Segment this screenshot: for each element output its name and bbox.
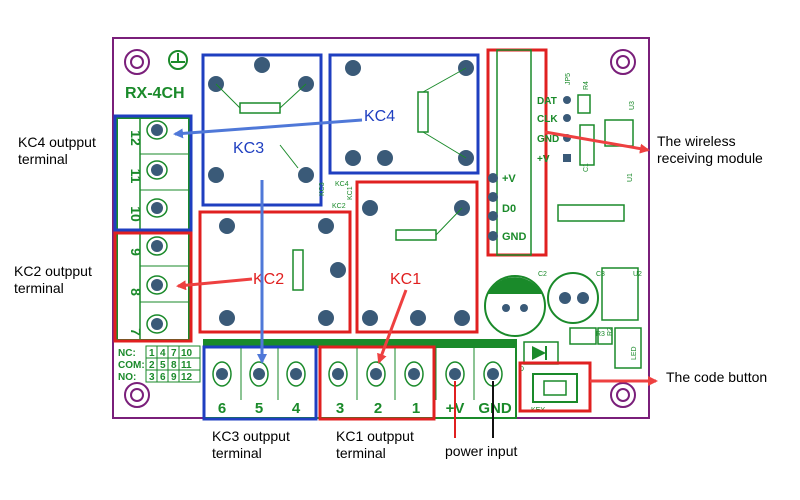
callout-kc4-terminal: KC4 outpput terminal — [18, 134, 96, 168]
pcb-outline — [112, 37, 650, 419]
silk-kc4: KC4 — [335, 181, 349, 188]
legend-cell: 2 — [149, 360, 155, 371]
pin-dat-label: DAT — [537, 96, 557, 107]
terminal-4: 4 — [292, 400, 301, 417]
relay-kc3: KC3 — [201, 53, 323, 207]
silk-r3: R3 — [596, 331, 605, 338]
legend-cell: 8 — [171, 360, 177, 371]
legend-cell: 1 — [149, 348, 155, 359]
callout-code-button: The code button — [666, 369, 767, 386]
pin-clk-label: CLK — [537, 114, 558, 125]
pin-v-label: +V — [537, 154, 550, 165]
silk-labels: JP5 R4 U3 C1 U1 KC3 KC4 KC2 KC1 C2 C3 U2… — [319, 73, 642, 414]
terminal-11: 11 — [128, 169, 144, 184]
silk-kc1: KC1 — [347, 186, 354, 200]
module-pin-v: +V — [502, 173, 516, 185]
legend-cell: 6 — [160, 372, 166, 383]
legend-cell: 10 — [181, 348, 193, 359]
contact-legend: NC: COM: NO: 1 4 7 10 2 5 8 11 3 6 9 12 — [118, 345, 201, 383]
silk-r2: R2 — [607, 327, 614, 336]
terminal-5: 5 — [255, 400, 263, 417]
terminal-3: 3 — [336, 400, 344, 417]
legend-com: COM: — [118, 360, 145, 371]
arrow-kc4 — [173, 118, 363, 139]
left-terminal-block: 12 11 10 9 8 7 — [113, 114, 193, 343]
legend-nc: NC: — [118, 348, 136, 359]
terminal-6: 6 — [218, 400, 226, 417]
pin-gnd-label: GND — [537, 134, 559, 145]
board-title: RX-4CH — [125, 85, 185, 102]
relay-kc2: KC2 — [198, 210, 352, 334]
silk-kc3: KC3 — [319, 182, 326, 196]
mounting-holes — [124, 49, 636, 408]
callout-kc4-line2: terminal — [18, 151, 68, 167]
relay-label-kc3: KC3 — [233, 140, 264, 157]
callout-kc1-terminal: KC1 outpput terminal — [336, 428, 414, 462]
relay-label-kc2: KC2 — [253, 271, 284, 288]
silk-jp5: JP5 — [565, 73, 572, 85]
legend-cell: 7 — [171, 348, 177, 359]
callout-power-input-text: power input — [445, 443, 518, 459]
terminal-10: 10 — [128, 206, 144, 222]
relay-label-kc1: KC1 — [390, 271, 421, 288]
antenna-icon — [168, 50, 188, 70]
legend-no: NO: — [118, 372, 136, 383]
arrow-module — [544, 130, 650, 154]
small-components — [557, 94, 642, 369]
silk-u3: U3 — [629, 101, 636, 110]
legend-cell: 4 — [160, 348, 166, 359]
silk-led: LED — [631, 346, 638, 360]
silk-r4: R4 — [583, 81, 590, 90]
relay-kc1: KC1 — [355, 180, 479, 334]
silk-c2: C2 — [538, 271, 547, 278]
legend-cell: 12 — [181, 372, 193, 383]
callout-kc2-terminal: KC2 outpput terminal — [14, 263, 92, 297]
terminal-1: 1 — [412, 400, 420, 417]
callout-module-line2: receiving module — [657, 150, 763, 166]
relay-label-kc4: KC4 — [364, 108, 395, 125]
callout-kc3-line1: KC3 outpput — [212, 428, 290, 444]
terminal-12: 12 — [128, 130, 144, 146]
annotation-arrows — [173, 118, 658, 438]
terminal-gnd: GND — [478, 400, 512, 417]
callout-kc4-line1: KC4 outpput — [18, 134, 96, 150]
callout-kc3-terminal: KC3 outpput terminal — [212, 428, 290, 462]
legend-cell: 5 — [160, 360, 166, 371]
callout-kc3-line2: terminal — [212, 445, 262, 461]
capacitor-c3 — [547, 272, 599, 324]
silk-kc2: KC2 — [332, 203, 346, 210]
wireless-module: +V D0 GND — [486, 48, 548, 257]
legend-cell: 11 — [181, 360, 192, 371]
silk-c3: C3 — [596, 271, 605, 278]
silk-u1: U1 — [627, 173, 634, 182]
legend-cell: 3 — [149, 372, 155, 383]
callout-wireless-module: The wireless receiving module — [657, 133, 763, 167]
silk-u2: U2 — [633, 271, 642, 278]
legend-cell: 9 — [171, 372, 177, 383]
callout-kc1-line1: KC1 outpput — [336, 428, 414, 444]
callout-power-input: power input — [445, 443, 517, 460]
callout-code-button-text: The code button — [666, 369, 768, 385]
module-pin-gnd: GND — [502, 231, 527, 243]
silk-c1: C1 — [583, 163, 590, 172]
terminal-7: 7 — [128, 328, 144, 336]
capacitor-c2 — [484, 275, 546, 337]
callout-kc2-line1: KC2 outpput — [14, 263, 92, 279]
callout-kc2-line2: terminal — [14, 280, 64, 296]
callout-kc1-line2: terminal — [336, 445, 386, 461]
arrow-kc1 — [377, 289, 408, 364]
terminal-9: 9 — [128, 248, 144, 256]
callout-module-line1: The wireless — [657, 133, 736, 149]
module-pin-d0: D0 — [502, 203, 516, 215]
code-button — [518, 361, 592, 413]
terminal-2: 2 — [374, 400, 382, 417]
silk-d: D — [519, 366, 524, 373]
relay-kc4: KC4 — [328, 53, 480, 175]
arrow-kc2 — [176, 277, 253, 291]
terminal-8: 8 — [128, 288, 144, 296]
